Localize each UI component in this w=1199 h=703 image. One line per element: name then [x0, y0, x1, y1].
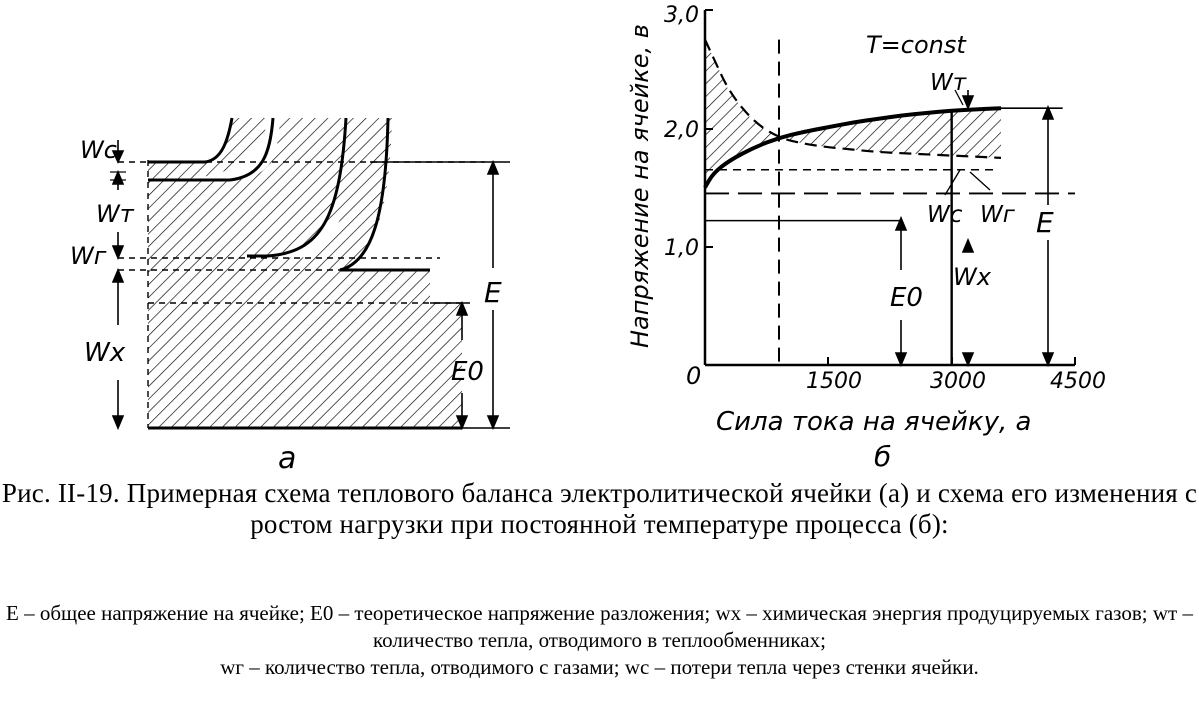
y-tick-label: 3,0 [664, 3, 699, 28]
chart-arrows [894, 90, 1055, 368]
figure-caption: Рис. II-19. Примерная схема теплового ба… [0, 478, 1199, 540]
chart-reference-lines [705, 39, 1075, 365]
annotation-e0: E0 [890, 283, 923, 313]
chart-title: T=const [866, 31, 967, 59]
legend-line: E – общее напряжение на ячейке; E0 – тео… [6, 601, 1193, 652]
tube-outlines [148, 117, 462, 430]
legend-line: wг – количество тепла, отводимого с газа… [220, 655, 979, 679]
y-tick-label: 1,0 [664, 236, 699, 261]
x-axis-label: Сила тока на ячейку, а [716, 407, 1031, 437]
chart-b: 0 1500 3000 4500 1,0 2,0 3,0 Сила тока н… [626, 3, 1106, 473]
x-tick-label: 1500 [806, 369, 862, 394]
label-e0: E0 [451, 357, 484, 387]
annotation-wg: Wг [980, 202, 1016, 228]
schematic-a: Wс Wт Wг Wх E E0 а [70, 117, 510, 476]
annotation-wt: Wт [930, 70, 967, 96]
chart-tick-labels: 0 1500 3000 4500 1,0 2,0 3,0 [664, 3, 1106, 394]
caption-text: Рис. II-19. Примерная схема теплового ба… [1, 478, 1198, 539]
x-tick-label: 4500 [1050, 369, 1106, 394]
series-heat-dashed-curve [704, 39, 1002, 159]
e0-arrow [455, 300, 469, 431]
label-wc: Wс [80, 136, 117, 164]
sublabel-b: б [874, 440, 891, 473]
e-arrow [486, 159, 500, 431]
dashed-levels [118, 160, 485, 428]
label-wt: Wт [96, 200, 135, 228]
cell-body [148, 118, 268, 180]
annotation-wx: Wх [953, 263, 992, 291]
label-wx: Wх [84, 338, 126, 368]
y-tick-label: 2,0 [664, 118, 699, 143]
label-e: E [484, 276, 502, 309]
annotation-wc: Wс [927, 202, 963, 228]
hatched-region [705, 39, 1001, 188]
label-wg: Wг [70, 242, 107, 270]
reference-lines [370, 161, 510, 429]
x-tick-label: 0 [686, 362, 701, 390]
y-axis-label: Напряжение на ячейке, в [626, 24, 654, 348]
leader-lines [944, 89, 991, 196]
series-e-curve [703, 106, 1002, 189]
left-dimension-arrows [110, 140, 126, 431]
figure-legend: E – общее напряжение на ячейке; E0 – тео… [0, 600, 1199, 681]
annotation-e: E [1036, 206, 1054, 239]
sublabel-a: а [278, 441, 296, 476]
x-tick-label: 3000 [930, 369, 986, 394]
